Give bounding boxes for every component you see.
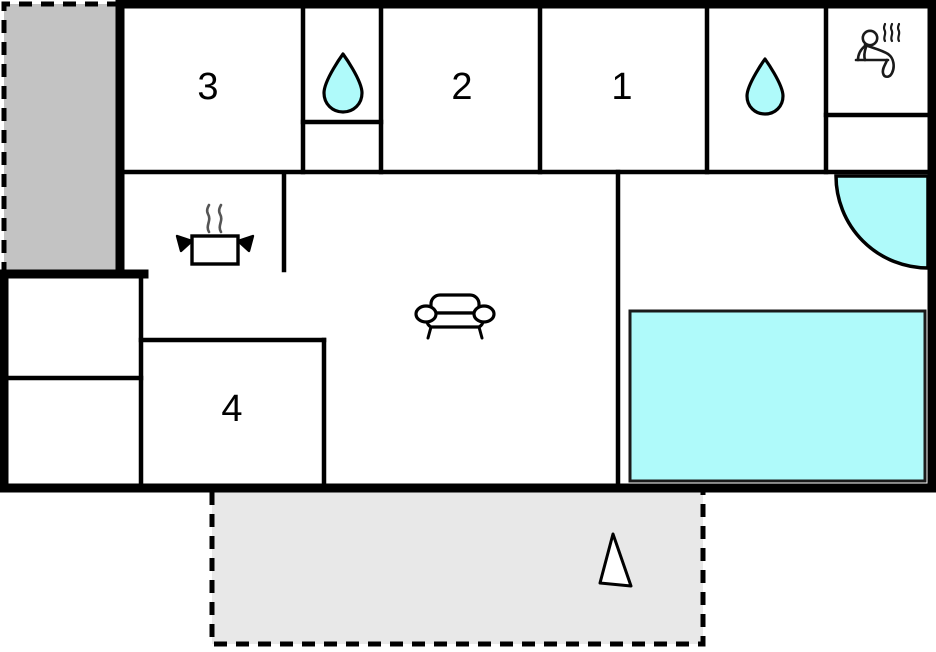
room-number-1: 1 [611, 66, 632, 108]
terrace-area [209, 492, 706, 647]
room-number-4: 4 [221, 388, 242, 430]
swimming-pool-area [628, 309, 927, 483]
water-drop-icon [745, 57, 785, 116]
water-drop-icon [322, 52, 364, 114]
cooking-pot-icon [175, 203, 255, 266]
room-number-2: 2 [451, 66, 472, 108]
room-numbers: 3 2 1 4 [197, 66, 632, 430]
interior-walls [1, 1, 935, 491]
north-arrow-icon [598, 532, 633, 588]
sauna-icon [854, 22, 901, 79]
room-number-3: 3 [197, 66, 218, 108]
garage-area [1, 1, 120, 274]
outer-walls [0, 0, 936, 493]
shower-quarter-circle-icon [834, 174, 930, 270]
sofa-icon [414, 293, 496, 340]
